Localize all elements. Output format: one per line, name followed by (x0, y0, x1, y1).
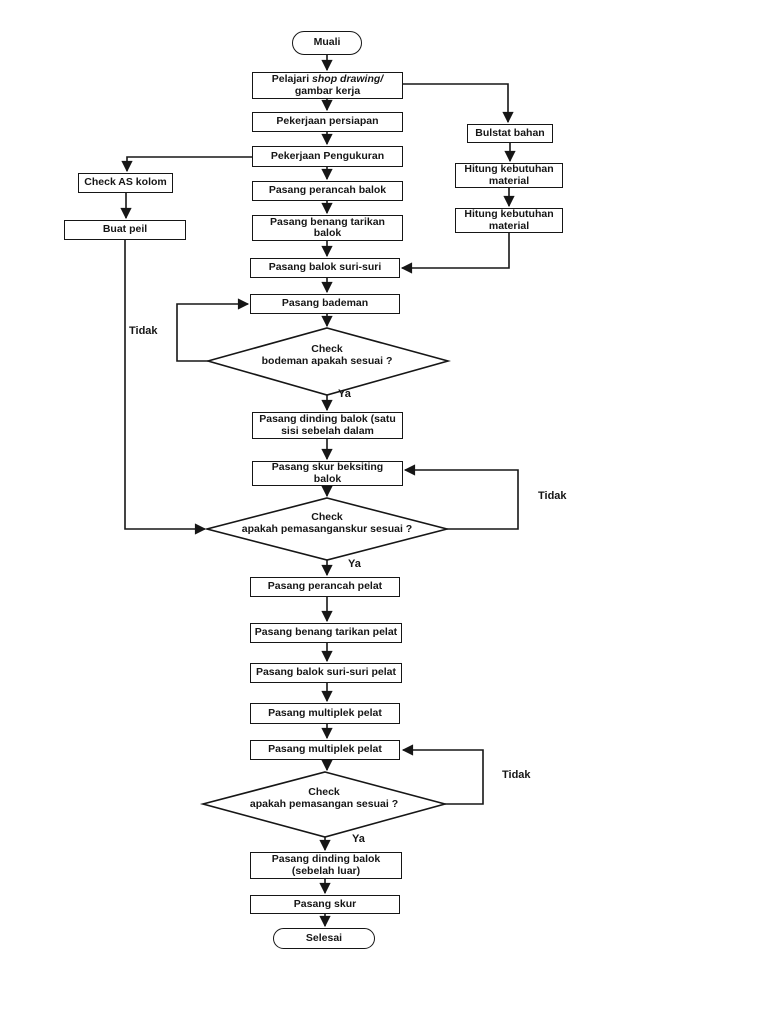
node-label: Check AS kolom (84, 176, 167, 189)
decision-label: apakah pemasanganskur sesuai ? (241, 523, 413, 535)
node-start: Muali (292, 31, 362, 55)
node-pasang-multiplek-pelat-1: Pasang multiplek pelat (250, 703, 400, 724)
node-label: Buat peil (102, 223, 148, 236)
node-label: material (488, 174, 530, 187)
node-label: Pasang balok suri-suri pelat (255, 666, 397, 679)
node-label: Pasang dinding balok (satu (259, 413, 396, 425)
decision-label: Check (308, 786, 340, 798)
connector-decision3-loop-multiplek2 (401, 744, 484, 805)
node-pasang-perancah-balok: Pasang perancah balok (252, 181, 403, 201)
study-italic: shop drawing/ (312, 73, 384, 85)
node-hitung-kebutuhan-material-1: Hitung kebutuhan material (455, 163, 563, 188)
end-label: Selesai (305, 931, 343, 944)
node-label: Bulstat bahan (475, 126, 545, 139)
decision-label: apakah pemasangan sesuai ? (249, 798, 399, 810)
label-ya-decision3: Ya (352, 833, 365, 845)
connector-buatpeil-decision2 (124, 240, 207, 535)
node-label: Pasang perancah pelat (267, 580, 383, 593)
decision3-text: Check apakah pemasangan sesuai ? (204, 786, 444, 810)
node-pasang-skur-beksiting: Pasang skur beksiting balok (252, 461, 403, 486)
label-tidak-left: Tidak (129, 325, 158, 337)
node-label: Pasang benang tarikan pelat (254, 626, 398, 639)
node-label: balok (313, 227, 342, 239)
node-label: Hitung kebutuhan (464, 163, 554, 175)
node-pasang-perancah-pelat: Pasang perancah pelat (250, 577, 400, 597)
node-pasang-benang-tarikan-balok: Pasang benang tarikan balok (252, 215, 403, 241)
connector-decision2-loop-skurbeksiting (403, 464, 519, 530)
decision1-text: Check bodeman apakah sesuai ? (207, 343, 447, 367)
study-prefix: Pelajari (271, 73, 313, 85)
label-tidak-decision2: Tidak (538, 490, 567, 502)
decision-label: Check (311, 343, 343, 355)
connector-study-bulstat (403, 83, 514, 124)
node-buat-peil: Buat peil (64, 220, 186, 240)
node-label: Pasang balok suri-suri (268, 261, 382, 274)
label-ya-decision1: Ya (338, 388, 351, 400)
study-line2: gambar kerja (294, 84, 361, 97)
decision-label: Check (311, 511, 343, 523)
node-label: Pekerjaan persiapan (276, 115, 379, 128)
node-pasang-dinding-balok-luar: Pasang dinding balok (sebelah luar) (250, 852, 402, 879)
node-pasang-bademan: Pasang bademan (250, 294, 400, 314)
label-tidak-decision3: Tidak (502, 769, 531, 781)
node-check-as-kolom: Check AS kolom (78, 173, 173, 193)
node-label: sisi sebelah dalam (281, 424, 374, 437)
node-label: Pasang bademan (281, 297, 369, 310)
node-label: Pasang benang tarikan (270, 215, 385, 228)
node-label: material (488, 219, 530, 232)
node-label: Pasang skur beksiting (271, 461, 384, 473)
decision2-diamond (203, 497, 451, 561)
node-label: Pasang dinding balok (271, 853, 381, 865)
node-pasang-dinding-balok-dalam: Pasang dinding balok (satu sisi sebelah … (252, 412, 403, 439)
node-label: Pasang multiplek pelat (268, 706, 382, 719)
node-hitung-kebutuhan-material-2: Hitung kebutuhan material (455, 208, 563, 233)
study-line1: Pelajari shop drawing/ (271, 73, 384, 86)
node-pekerjaan-pengukuran: Pekerjaan Pengukuran (252, 146, 403, 167)
node-bulstat-bahan: Bulstat bahan (467, 124, 553, 143)
label-ya-decision2: Ya (348, 558, 361, 570)
node-label: Pekerjaan Pengukuran (270, 149, 385, 162)
decision-label: bodeman apakah sesuai ? (261, 355, 393, 367)
connector-pengukuran-checkas (121, 156, 252, 173)
decision2-text: Check apakah pemasanganskur sesuai ? (207, 511, 447, 535)
node-pasang-multiplek-pelat-2: Pasang multiplek pelat (250, 740, 400, 760)
node-pasang-benang-tarikan-pelat: Pasang benang tarikan pelat (250, 623, 402, 643)
node-label: balok (313, 472, 342, 485)
connector-decision1-loop-bademan (176, 298, 250, 362)
node-pelajari-shop-drawing: Pelajari shop drawing/ gambar kerja (252, 72, 403, 99)
node-label: Pasang multiplek pelat (268, 743, 382, 756)
node-pasang-balok-suri-suri-pelat: Pasang balok suri-suri pelat (250, 663, 402, 683)
decision3-diamond (199, 771, 449, 838)
decision1-diamond (205, 327, 451, 396)
node-pasang-balok-suri-suri: Pasang balok suri-suri (250, 258, 400, 278)
node-pasang-skur: Pasang skur (250, 895, 400, 914)
node-label: Hitung kebutuhan (464, 208, 554, 220)
node-pekerjaan-persiapan: Pekerjaan persiapan (252, 112, 403, 132)
node-label: Pasang perancah balok (268, 184, 387, 197)
node-label: (sebelah luar) (291, 864, 361, 877)
start-label: Muali (313, 36, 341, 49)
node-label: Pasang skur (293, 897, 357, 910)
connector-hitung2-suri (400, 233, 510, 274)
node-end: Selesai (273, 928, 375, 949)
